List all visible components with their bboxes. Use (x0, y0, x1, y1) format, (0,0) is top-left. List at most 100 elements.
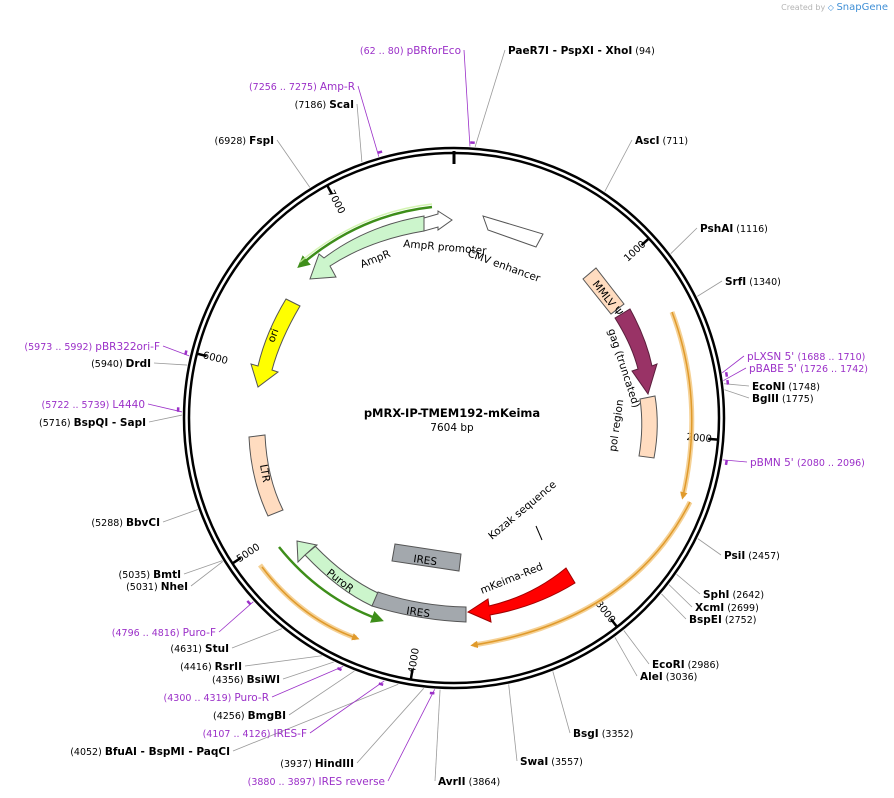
primer-range: (7256 .. 7275) (249, 82, 320, 93)
primer-label-pbabe5[interactable]: pBABE 5' (1726 .. 1742) (749, 363, 868, 375)
enzyme-label-pshai[interactable]: PshAI (1116) (700, 223, 768, 235)
enzyme-label-srfi[interactable]: SrfI (1340) (725, 276, 781, 288)
enzyme-leader-nhei (190, 561, 224, 587)
enzyme-position: (5031) (126, 582, 161, 593)
enzyme-name: BsgI (573, 728, 599, 740)
credit-brand: SnapGene (836, 2, 888, 13)
cmv-enhancer-feature[interactable] (482, 215, 544, 248)
enzyme-leader-bspqi (148, 414, 183, 423)
enzyme-label-fspi[interactable]: (6928) FspI (215, 135, 274, 147)
enzyme-leader-bsgi (552, 671, 571, 734)
primer-mark-plxsn5 (724, 371, 729, 377)
tick-mark-2000 (708, 437, 719, 441)
tick-mark-1000 (640, 237, 650, 247)
enzyme-leader-bmgbi (288, 670, 355, 716)
enzyme-position: (3036) (663, 672, 698, 683)
credit-prefix: Created by (781, 3, 826, 12)
enzyme-label-alei[interactable]: AleI (3036) (640, 671, 697, 683)
enzyme-name: AscI (635, 135, 660, 147)
ori-label: ori (266, 327, 282, 344)
enzyme-name: BfuAI (105, 746, 137, 758)
enzyme-label-nhei[interactable]: (5031) NheI (126, 581, 188, 593)
enzyme-label-paer7i[interactable]: PaeR7I - PspXI - XhoI (94) (508, 45, 655, 57)
enzyme-leader-pshai (670, 227, 698, 254)
ori-feature[interactable] (250, 298, 301, 388)
enzyme-position: (6928) (215, 136, 250, 147)
tick-mark-6000 (196, 352, 207, 358)
enzyme-position: (2752) (722, 615, 757, 626)
enzyme-label-bsgi[interactable]: BsgI (3352) (573, 728, 633, 740)
enzyme-label-bsiwi[interactable]: (4356) BsiWI (212, 674, 280, 686)
enzyme-label-bbvci[interactable]: (5288) BbvCI (91, 517, 160, 529)
enzyme-position: (4052) (70, 747, 105, 758)
enzyme-label-swai[interactable]: SwaI (3557) (520, 756, 583, 768)
enzyme-label-sphi[interactable]: SphI (2642) (703, 589, 764, 601)
enzyme-position: (5288) (91, 518, 126, 529)
ires-1-feature[interactable] (391, 543, 462, 572)
enzyme-label-bspei[interactable]: BspEI (2752) (689, 614, 756, 626)
enzyme-name: BbvCI (126, 517, 160, 529)
primer-label-puro-r[interactable]: (4300 .. 4319) Puro-R (164, 692, 269, 704)
enzyme-name: SrfI (725, 276, 746, 288)
enzyme-name: AvrII (438, 776, 466, 788)
enzyme-label-psii[interactable]: PsiI (2457) (724, 550, 780, 562)
pol-label: pol region (607, 399, 626, 453)
ampr-feature[interactable] (309, 215, 425, 280)
kozak-feature[interactable] (535, 525, 543, 541)
enzyme-label-avrii[interactable]: AvrII (3864) (438, 776, 500, 788)
ampr-promoter-feature[interactable] (423, 210, 453, 232)
enzyme-label-drdi[interactable]: (5940) DrdI (91, 358, 151, 370)
enzyme-label-stui[interactable]: (4631) StuI (170, 643, 229, 655)
primer-label-ires-f[interactable]: (4107 .. 4126) IRES-F (203, 728, 307, 740)
enzyme-position: (3557) (548, 757, 583, 768)
enzyme-leader-alei (614, 637, 638, 677)
enzyme-position: (1340) (746, 277, 781, 288)
tick-mark-4000 (409, 669, 414, 680)
primer-label-pbrforeco[interactable]: (62 .. 80) pBRforEco (360, 45, 461, 57)
enzyme-label-bspqi[interactable]: (5716) BspQI - SapI (39, 417, 146, 429)
enzyme-label-bmgbi[interactable]: (4256) BmgBI (213, 710, 286, 722)
enzyme-label-hindiii[interactable]: (3937) HindIII (280, 758, 354, 770)
enzyme-label-ecori[interactable]: EcoRI (2986) (652, 659, 719, 671)
enzyme-label-scai[interactable]: (7186) ScaI (295, 99, 354, 111)
enzyme-position: (4356) (212, 675, 247, 686)
enzyme-label-econi[interactable]: EcoNI (1748) (752, 381, 820, 393)
enzyme-leader-sphi (676, 574, 701, 595)
enzyme-label-bglii[interactable]: BglII (1775) (752, 393, 814, 405)
enzyme-name: ScaI (329, 99, 354, 111)
enzyme-label-asci[interactable]: AscI (711) (635, 135, 688, 147)
primer-range: (4300 .. 4319) (164, 693, 235, 704)
primer-label-amp-r[interactable]: (7256 .. 7275) Amp-R (249, 81, 355, 93)
enzyme-label-xcmi[interactable]: XcmI (2699) (695, 602, 759, 614)
enzyme-position: (1775) (779, 394, 814, 405)
snapgene-logo-icon: ◇ (827, 3, 834, 12)
primer-label-pbr322ori-f[interactable]: (5973 .. 5992) pBR322ori-F (24, 341, 160, 353)
enzyme-name: FspI (249, 135, 274, 147)
enzyme-leader-srfi (697, 280, 723, 297)
mkeima-red-feature[interactable] (466, 567, 576, 623)
ires-2-feature[interactable] (371, 591, 467, 623)
enzyme-name: EcoRI (652, 659, 685, 671)
primer-name: Puro-F (183, 627, 216, 639)
tick-mark-3000 (609, 618, 619, 628)
enzyme-label-rsrii[interactable]: (4416) RsrII (180, 661, 242, 673)
enzyme-label-bfuai[interactable]: (4052) BfuAI - BspMI - PaqCI (70, 746, 230, 758)
primer-label-l4440[interactable]: (5722 .. 5739) L4440 (42, 399, 145, 411)
tick-label-4000: 4000 (407, 647, 422, 674)
mmlv-psi-feature[interactable] (582, 267, 625, 315)
puror-feature[interactable] (296, 540, 379, 607)
pol-feature[interactable] (638, 395, 658, 459)
primer-label-puro-f[interactable]: (4796 .. 4816) Puro-F (112, 627, 216, 639)
gag-feature[interactable] (614, 308, 658, 396)
primer-label-plxsn5[interactable]: pLXSN 5' (1688 .. 1710) (747, 351, 865, 363)
ltr-feature[interactable] (248, 434, 284, 517)
primer-label-ires-reverse[interactable]: (3880 .. 3897) IRES reverse (248, 776, 385, 788)
primer-range: (2080 .. 2096) (797, 458, 865, 469)
enzyme-label-bmti[interactable]: (5035) BmtI (119, 569, 181, 581)
enzyme-position: (5716) (39, 418, 74, 429)
enzyme-name-extra: - PspXI (549, 45, 594, 57)
primer-label-pbmn5[interactable]: pBMN 5' (2080 .. 2096) (750, 457, 865, 469)
primer-name: Amp-R (320, 81, 355, 93)
ampr-promoter-label: AmpR promoter (403, 238, 488, 257)
